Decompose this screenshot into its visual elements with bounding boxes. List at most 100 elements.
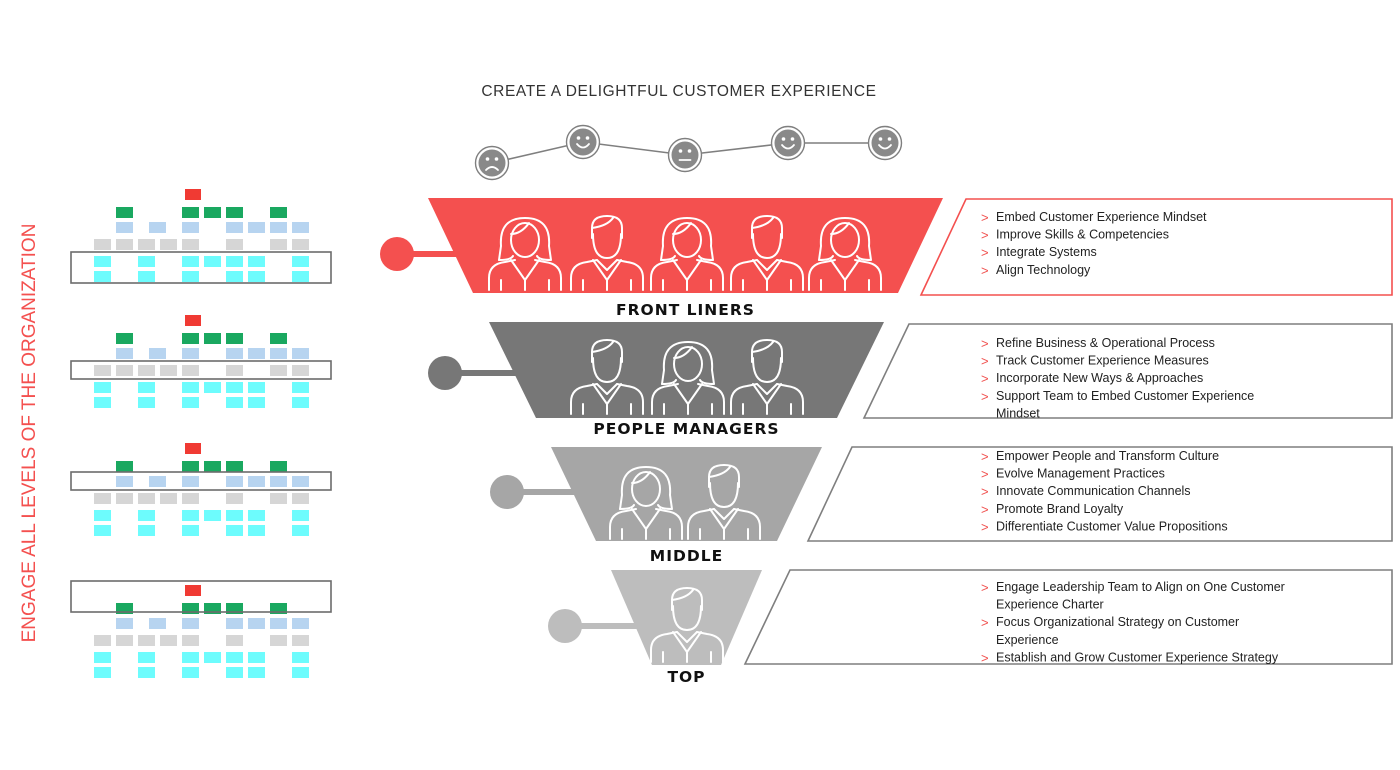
female-person-icon xyxy=(488,217,562,291)
bullet-arrow-icon: > xyxy=(981,245,989,260)
funnel-band xyxy=(551,447,822,541)
level-highlight xyxy=(70,251,332,284)
bullet-item: > Track Customer Experience Measures xyxy=(981,354,1209,369)
bullet-item: > Focus Organizational Strategy on Custom… xyxy=(981,615,1239,647)
bullet-arrow-icon: > xyxy=(981,228,989,243)
people-group xyxy=(609,464,761,540)
bullet-text: Align Technology xyxy=(996,263,1091,277)
tier-card xyxy=(806,446,1393,542)
bullet-item: > Refine Business & Operational Process xyxy=(981,336,1215,351)
bullet-arrow-icon: > xyxy=(981,519,989,534)
tier-label: PEOPLE MANAGERS xyxy=(593,420,779,438)
male-person-icon xyxy=(650,587,724,663)
org-chart xyxy=(70,315,332,408)
bullet-arrow-icon: > xyxy=(981,650,989,665)
bullet-text: Refine Business & Operational Process xyxy=(996,336,1215,350)
bullet-arrow-icon: > xyxy=(981,336,989,351)
bullet-item: > Empower People and Transform Culture xyxy=(981,449,1219,464)
male-person-icon xyxy=(570,339,644,415)
male-person-icon xyxy=(730,339,804,415)
bullet-arrow-icon: > xyxy=(981,354,989,369)
bullet-item: > Improve Skills & Competencies xyxy=(981,228,1169,243)
bullet-arrow-icon: > xyxy=(981,263,989,278)
bullet-text: Evolve Management Practices xyxy=(996,467,1165,481)
bullet-text: Empower People and Transform Culture xyxy=(996,449,1219,463)
people-group xyxy=(488,215,882,291)
bullet-item: > Align Technology xyxy=(981,263,1091,278)
male-person-icon xyxy=(570,215,644,291)
female-person-icon xyxy=(650,217,724,291)
bullet-text: Promote Brand Loyalty xyxy=(996,502,1124,516)
bullet-arrow-icon: > xyxy=(981,502,989,517)
level-highlight xyxy=(70,580,332,613)
bullet-arrow-icon: > xyxy=(981,580,989,595)
neutral-face-icon xyxy=(667,137,703,173)
bullet-text: Integrate Systems xyxy=(996,245,1097,259)
tier-top: TOP > Engage Leadership Team to Align on O… xyxy=(548,569,1393,686)
bullet-item: > Engage Leadership Team to Align on One … xyxy=(981,580,1285,612)
people-group xyxy=(570,339,804,415)
bullet-arrow-icon: > xyxy=(981,389,989,404)
bullet-text: Incorporate New Ways & Approaches xyxy=(996,371,1203,385)
tier-card xyxy=(919,198,1393,296)
org-chart xyxy=(70,189,332,284)
bullet-item: > Evolve Management Practices xyxy=(981,467,1165,482)
tier-card xyxy=(862,323,1393,419)
male-person-icon xyxy=(730,215,804,291)
level-highlight xyxy=(70,360,332,380)
funnel-band xyxy=(611,570,762,665)
tier-people-managers: PEOPLE MANAGERS > Refine Business & Operat… xyxy=(428,322,1393,438)
bullet-text: Support Team to Embed Customer Experienc… xyxy=(996,389,1254,421)
sad-face-icon xyxy=(474,145,510,181)
bullet-arrow-icon: > xyxy=(981,615,989,630)
bullet-item: > Support Team to Embed Customer Experien… xyxy=(981,389,1254,421)
org-chart xyxy=(70,580,332,678)
bullet-item: > Embed Customer Experience Mindset xyxy=(981,210,1207,225)
bullet-item: > Incorporate New Ways & Approaches xyxy=(981,371,1203,386)
female-person-icon xyxy=(651,341,725,415)
tier-label: TOP xyxy=(667,668,705,686)
org-chart xyxy=(70,443,332,536)
bullet-text: Embed Customer Experience Mindset xyxy=(996,210,1207,224)
bullet-arrow-icon: > xyxy=(981,449,989,464)
bullet-item: > Promote Brand Loyalty xyxy=(981,502,1124,517)
bullet-arrow-icon: > xyxy=(981,371,989,386)
tier-label: FRONT LINERS xyxy=(616,301,755,319)
bullet-arrow-icon: > xyxy=(981,210,989,225)
funnel: FRONT LINERS > Embed Customer Experience M… xyxy=(380,198,1393,686)
connector-dot xyxy=(548,609,582,643)
connector-dot xyxy=(490,475,524,509)
bullet-arrow-icon: > xyxy=(981,484,989,499)
bullet-arrow-icon: > xyxy=(981,467,989,482)
happy-face-icon xyxy=(867,125,903,161)
bullet-text: Focus Organizational Strategy on Custome… xyxy=(996,615,1239,647)
tier-middle: MIDDLE > Empower People and Transform Cult… xyxy=(490,446,1393,565)
bullet-text: Differentiate Customer Value Proposition… xyxy=(996,519,1228,533)
bullet-text: Innovate Communication Channels xyxy=(996,484,1191,498)
tier-card xyxy=(743,569,1393,665)
bullet-text: Track Customer Experience Measures xyxy=(996,354,1209,368)
connector-dot xyxy=(380,237,414,271)
funnel-band xyxy=(489,322,884,418)
bullet-text: Establish and Grow Customer Experience S… xyxy=(996,650,1279,664)
male-person-icon xyxy=(687,464,761,540)
people-group xyxy=(650,587,724,663)
emotion-journey xyxy=(474,124,903,181)
bullet-item: > Differentiate Customer Value Propositio… xyxy=(981,519,1228,534)
female-person-icon xyxy=(609,466,683,540)
happy-face-icon xyxy=(565,124,601,160)
connector-dot xyxy=(428,356,462,390)
org-charts xyxy=(70,189,332,678)
bullet-item: > Establish and Grow Customer Experience … xyxy=(981,650,1279,665)
happy-face-icon xyxy=(770,125,806,161)
level-highlight xyxy=(70,471,332,491)
bullet-item: > Integrate Systems xyxy=(981,245,1097,260)
bullet-item: > Innovate Communication Channels xyxy=(981,484,1191,499)
bullet-text: Improve Skills & Competencies xyxy=(996,228,1169,242)
funnel-band xyxy=(428,198,943,293)
tier-label: MIDDLE xyxy=(650,547,723,565)
side-title: ENGAGE ALL LEVELS OF THE ORGANIZATION xyxy=(19,224,40,643)
bullet-text: Engage Leadership Team to Align on One C… xyxy=(996,580,1285,612)
journey-title: CREATE A DELIGHTFUL CUSTOMER EXPERIENCE xyxy=(481,83,876,100)
